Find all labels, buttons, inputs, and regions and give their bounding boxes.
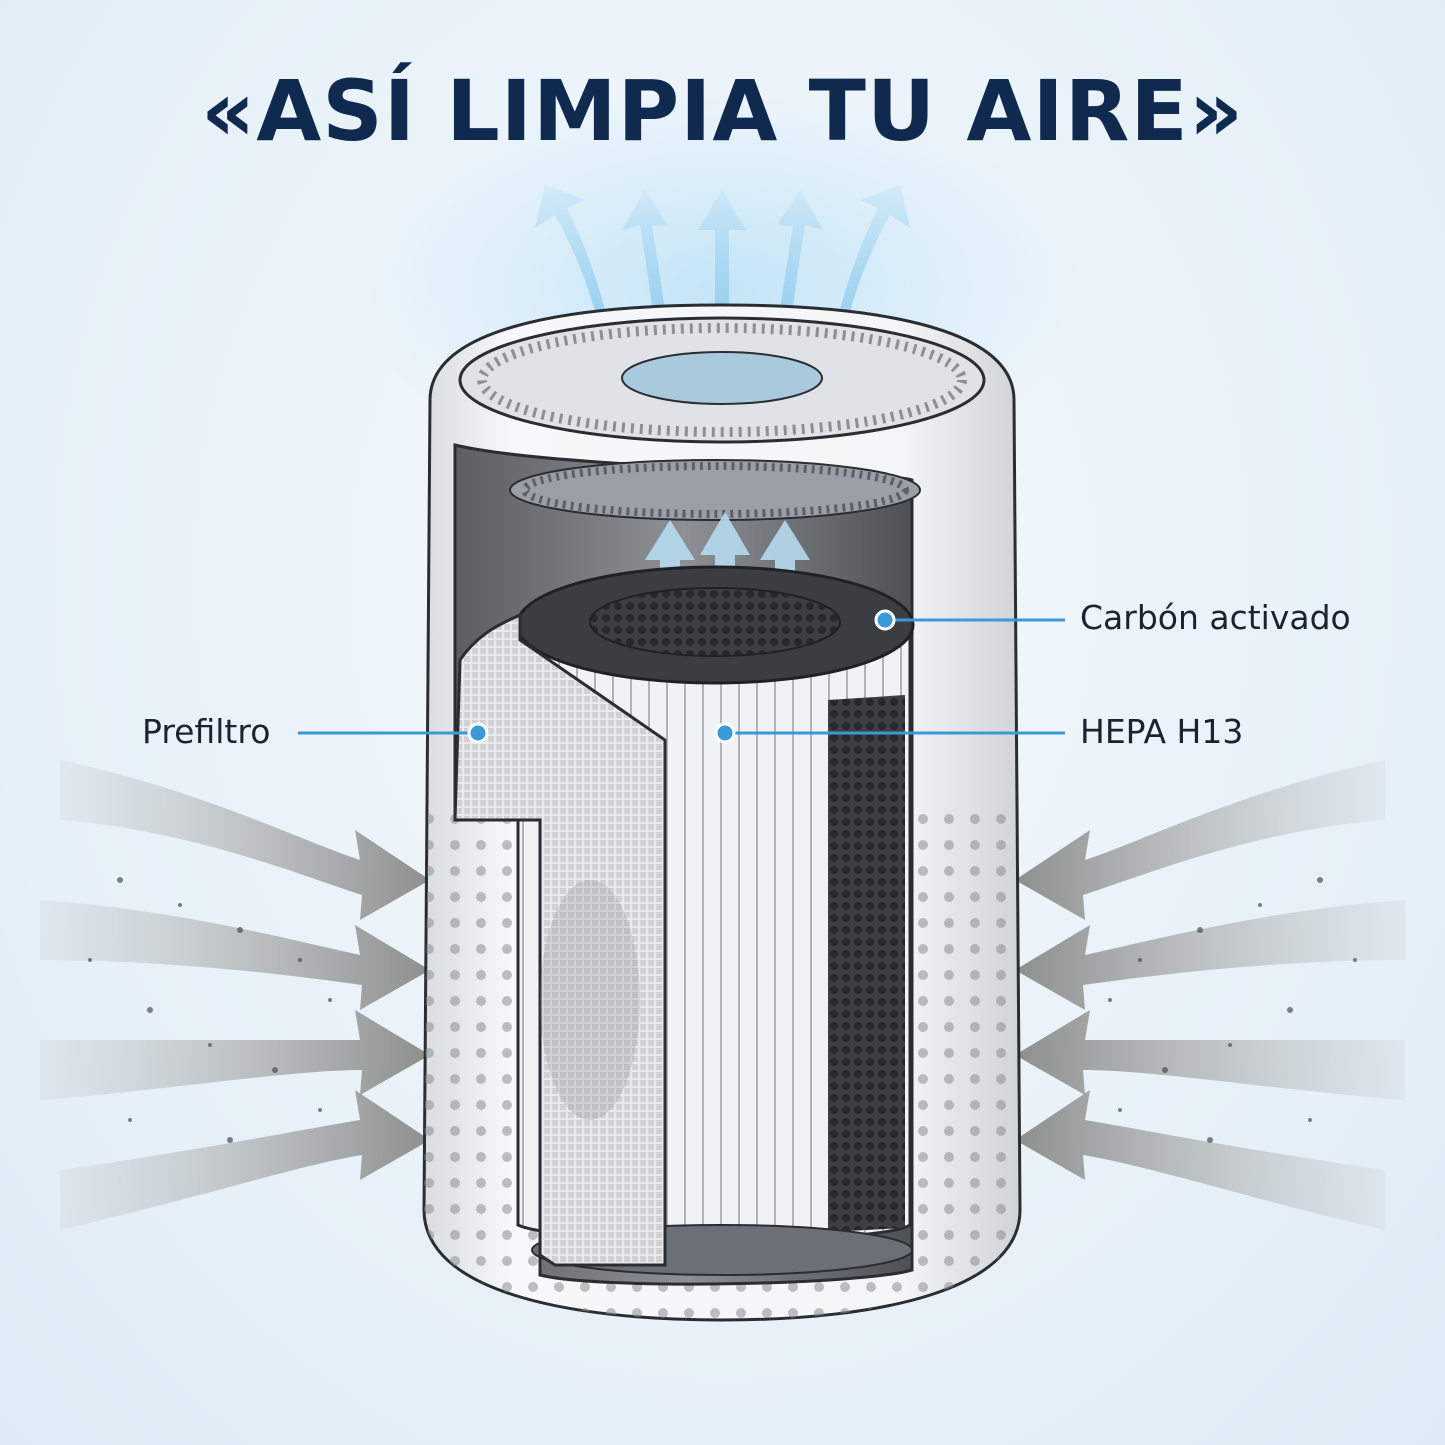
dirty-air-arrows-right — [1015, 760, 1405, 1230]
page-title: «ASÍ LIMPIA TU AIRE» — [0, 62, 1445, 160]
label-prefilter: Prefiltro — [142, 712, 270, 751]
cutaway-interior — [455, 445, 920, 1284]
carbon-honeycomb — [828, 695, 905, 1232]
dirty-air-arrows-left — [40, 760, 430, 1230]
label-hepa: HEPA H13 — [1080, 712, 1243, 751]
label-activated-carbon: Carbón activado — [1080, 598, 1351, 637]
